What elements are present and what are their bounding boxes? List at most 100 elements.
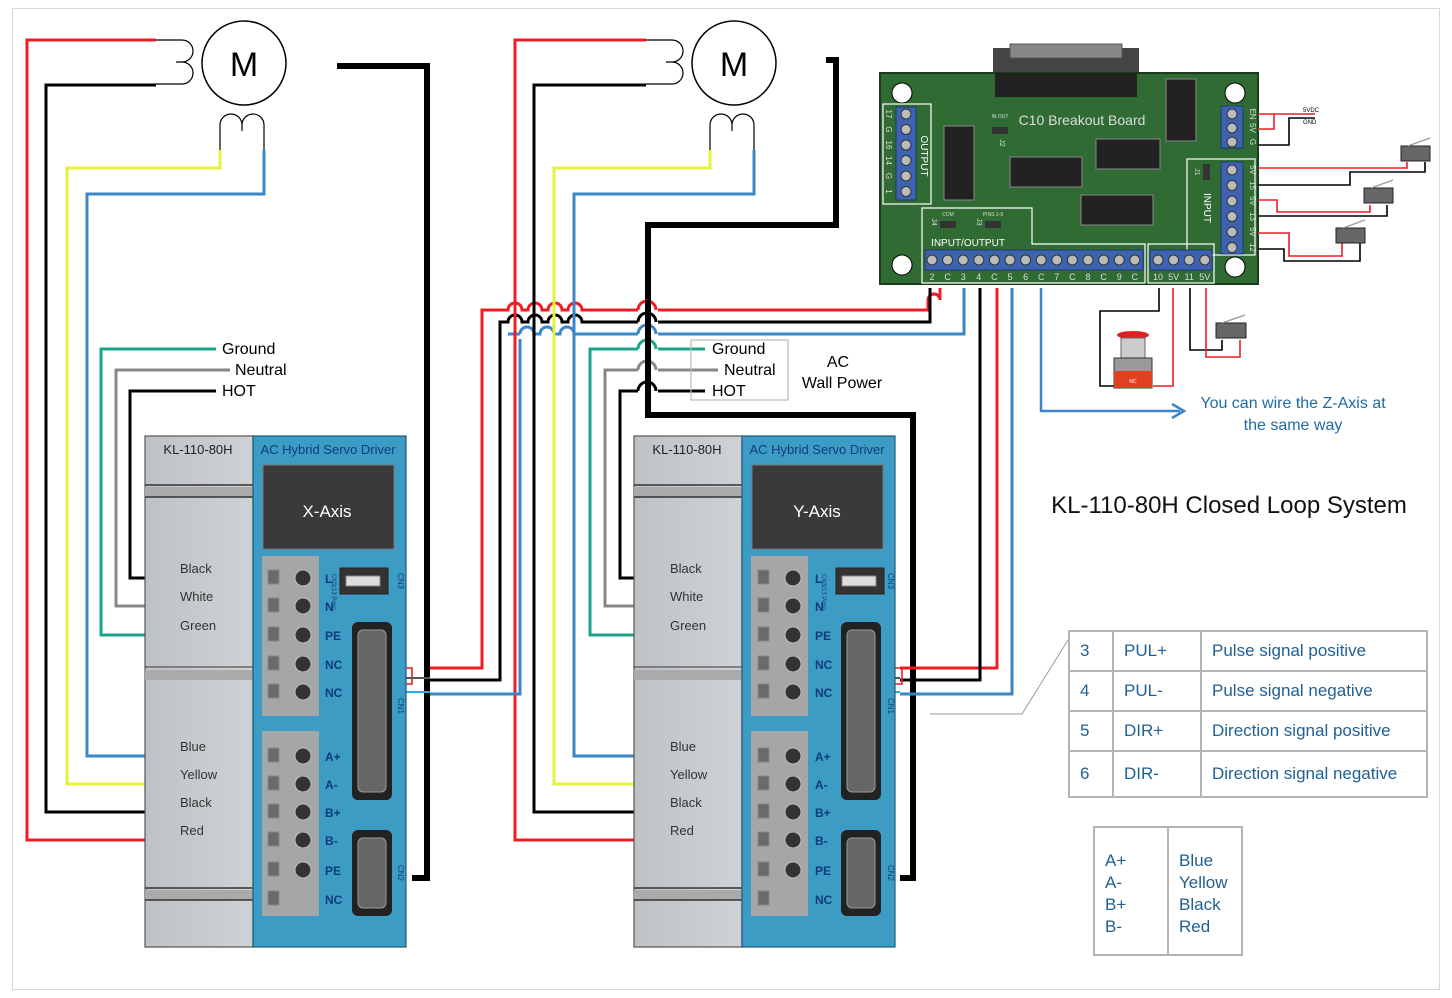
terminal-slot bbox=[757, 747, 770, 763]
terminal-screw[interactable] bbox=[784, 803, 802, 821]
pin-label: 5V bbox=[1248, 123, 1257, 133]
screw-terminal[interactable] bbox=[1199, 254, 1211, 266]
x-motor: M bbox=[156, 20, 287, 150]
terminal-label: NC bbox=[815, 686, 833, 700]
terminal-screw[interactable] bbox=[294, 569, 312, 587]
screw-terminal[interactable] bbox=[900, 139, 912, 151]
pin-label: C bbox=[1038, 272, 1045, 282]
wire-hop-arcs bbox=[482, 300, 592, 340]
terminal-screw[interactable] bbox=[784, 831, 802, 849]
screw-terminal[interactable] bbox=[1051, 254, 1063, 266]
screw-terminal[interactable] bbox=[1226, 136, 1238, 148]
pin-label: 3 bbox=[961, 272, 966, 282]
screw-terminal[interactable] bbox=[1082, 254, 1094, 266]
terminal-screw[interactable] bbox=[784, 747, 802, 765]
screw-terminal[interactable] bbox=[942, 254, 954, 266]
jumper-label: J3 bbox=[975, 218, 982, 226]
pin-label: 5V bbox=[1248, 165, 1257, 175]
screw-terminal[interactable] bbox=[1113, 254, 1125, 266]
jumper-top-label: IN OUT bbox=[992, 114, 1009, 120]
pin-label: 5V bbox=[1248, 196, 1257, 206]
terminal-screw[interactable] bbox=[294, 655, 312, 673]
terminal-screw[interactable] bbox=[294, 597, 312, 615]
y-hot-label: HOT bbox=[712, 383, 746, 400]
terminal-label: B+ bbox=[815, 806, 831, 820]
signal-description: Direction signal negative bbox=[1200, 750, 1428, 798]
pin-label: 5V bbox=[1199, 272, 1210, 282]
screw-terminal[interactable] bbox=[900, 108, 912, 120]
screw-terminal[interactable] bbox=[973, 254, 985, 266]
screw-terminal[interactable] bbox=[1226, 122, 1238, 134]
ac-source-label-2: Wall Power bbox=[802, 375, 883, 392]
signal-description: Pulse signal positive bbox=[1200, 630, 1428, 672]
screw-terminal[interactable] bbox=[1152, 254, 1164, 266]
screw-terminal[interactable] bbox=[1098, 254, 1110, 266]
wire-yellow bbox=[552, 150, 790, 786]
screw-terminal[interactable] bbox=[1226, 180, 1238, 191]
ac-label-box bbox=[690, 339, 789, 401]
terminal-screw[interactable] bbox=[294, 831, 312, 849]
screw-terminal[interactable] bbox=[900, 124, 912, 135]
pin-label: C bbox=[991, 272, 998, 282]
terminal-screw[interactable] bbox=[784, 683, 802, 701]
power-5vdc-label: 5VDC bbox=[1303, 108, 1320, 114]
terminal-slot bbox=[267, 803, 280, 819]
screw-terminal[interactable] bbox=[1226, 211, 1238, 222]
motor-circle bbox=[201, 20, 287, 106]
terminal-screw[interactable] bbox=[784, 655, 802, 673]
screw-terminal[interactable] bbox=[1066, 254, 1078, 266]
terminal-label: PE bbox=[325, 864, 341, 878]
wire-color-name: Red bbox=[1179, 917, 1211, 936]
board-title: C10 Breakout Board bbox=[1019, 112, 1146, 128]
screw-terminal[interactable] bbox=[1226, 195, 1238, 207]
io-label: INPUT/OUTPUT bbox=[931, 238, 1005, 249]
terminal-screw[interactable] bbox=[294, 861, 312, 879]
terminal-screw[interactable] bbox=[294, 803, 312, 821]
screw-terminal[interactable] bbox=[1004, 254, 1016, 266]
screw-terminal[interactable] bbox=[1226, 108, 1238, 120]
terminal-label: L bbox=[325, 572, 332, 586]
wire-label: White bbox=[670, 589, 703, 604]
pin-label: 17 bbox=[884, 110, 893, 119]
terminal-slot bbox=[267, 890, 280, 906]
pin-label: 12 bbox=[1248, 243, 1257, 252]
terminal-screw[interactable] bbox=[294, 626, 312, 644]
screw-terminal[interactable] bbox=[926, 254, 938, 266]
screw-terminal[interactable] bbox=[1168, 254, 1180, 266]
terminal-slot bbox=[757, 597, 770, 613]
z-axis-note: You can wire the Z-Axis at bbox=[1200, 395, 1386, 412]
terminal-screw[interactable] bbox=[784, 597, 802, 615]
terminal-screw[interactable] bbox=[294, 747, 312, 765]
screw-terminal[interactable] bbox=[1020, 254, 1032, 266]
terminal-screw[interactable] bbox=[784, 775, 802, 793]
screw-terminal[interactable] bbox=[1129, 254, 1141, 266]
screw-terminal[interactable] bbox=[988, 254, 1000, 266]
screw-terminal[interactable] bbox=[1035, 254, 1047, 266]
limit-switch-wires bbox=[1258, 113, 1426, 262]
terminal-label: PE bbox=[815, 629, 831, 643]
screw-terminal[interactable] bbox=[900, 186, 912, 197]
screw-terminal[interactable] bbox=[1226, 164, 1238, 176]
pin-label: 5V bbox=[1248, 227, 1257, 237]
screw-terminal[interactable] bbox=[1226, 226, 1238, 238]
jumper-label: J2 bbox=[998, 139, 1005, 147]
ac-source-label: AC bbox=[827, 354, 849, 371]
signal-name: PUL- bbox=[1112, 670, 1202, 712]
pin-label: 9 bbox=[1117, 272, 1122, 282]
terminal-screw[interactable] bbox=[294, 683, 312, 701]
limit-switch-icon bbox=[1335, 219, 1366, 244]
screw-terminal[interactable] bbox=[1226, 242, 1238, 253]
screw-terminal[interactable] bbox=[957, 254, 969, 266]
screw-terminal[interactable] bbox=[1183, 254, 1195, 266]
terminal-screw[interactable] bbox=[294, 775, 312, 793]
terminal-screw[interactable] bbox=[784, 569, 802, 587]
callout-line bbox=[930, 639, 1069, 715]
pin-label: 1 bbox=[884, 189, 893, 194]
driver-model: KL-110-80H bbox=[163, 442, 232, 457]
terminal-screw[interactable] bbox=[784, 626, 802, 644]
screw-terminal[interactable] bbox=[900, 155, 912, 166]
terminal-screw[interactable] bbox=[784, 861, 802, 879]
screw-terminal[interactable] bbox=[900, 170, 912, 182]
